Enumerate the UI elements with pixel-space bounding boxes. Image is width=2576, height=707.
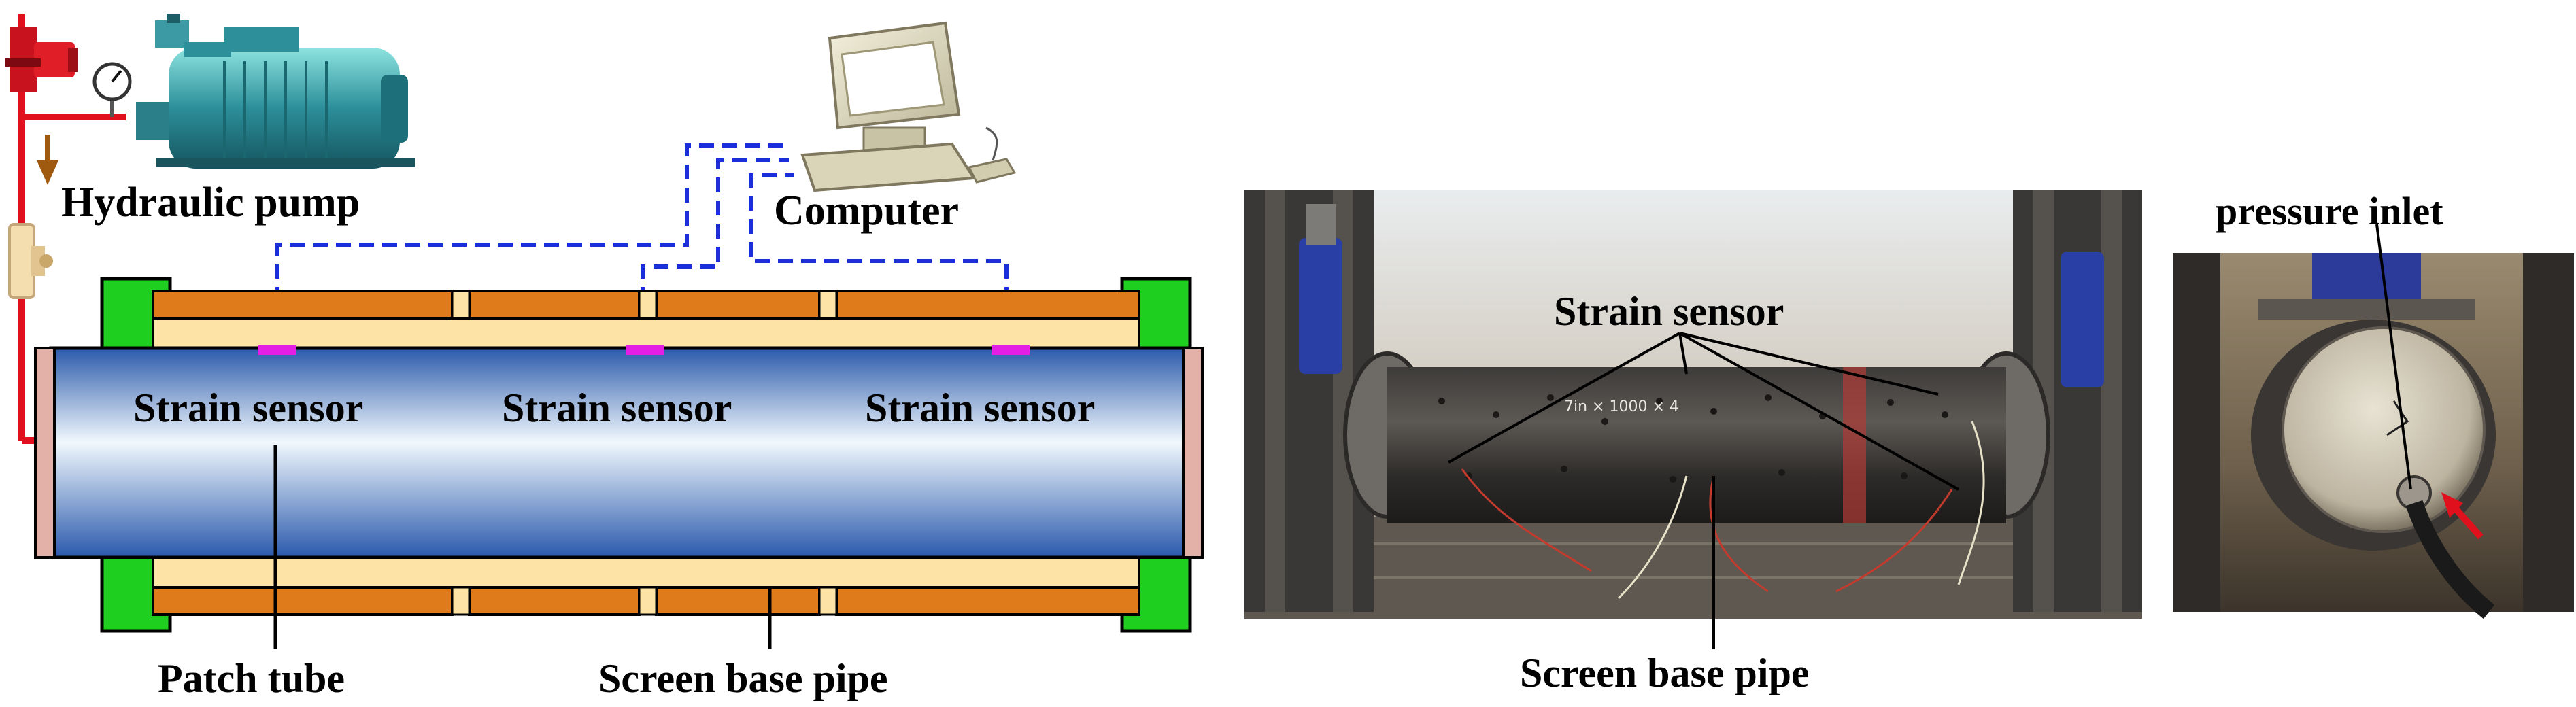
schematic: Hydraulic pump Computer <box>5 14 1204 701</box>
computer-icon <box>800 21 1017 192</box>
pressure-inlet-callout <box>2375 224 2412 490</box>
patch-tube-label: Patch tube <box>158 656 345 701</box>
valve-icon <box>8 223 53 299</box>
photo-sensor-label: Strain sensor <box>1554 289 1784 334</box>
photo-pressure-inlet: pressure inlet <box>2173 189 2574 619</box>
pump-icon <box>136 14 415 169</box>
left-flange <box>34 347 56 559</box>
pump-label: Hydraulic pump <box>61 179 360 226</box>
pressure-gauge-icon <box>92 62 132 117</box>
handwriting: 7in × 1000 × 4 <box>1564 398 1679 415</box>
relief-valve-icon <box>5 27 78 92</box>
right-flange <box>1182 347 1204 559</box>
sensor-label-1: Strain sensor <box>133 385 363 430</box>
strain-sensors <box>258 345 1030 355</box>
liner <box>152 317 1140 589</box>
computer-label: Computer <box>774 188 959 234</box>
base-pipe <box>49 346 1189 559</box>
flow-arrow-icon <box>37 135 58 185</box>
sensor-label-2: Strain sensor <box>502 385 732 430</box>
photo-test-rig: 7in × 1000 × 4 Strain sensor Screen base… <box>1244 190 2142 695</box>
sensor-label-3: Strain sensor <box>865 385 1095 430</box>
base-pipe-label: Screen base pipe <box>598 656 888 701</box>
patch-sleeves <box>152 290 1140 616</box>
sleeve-joints <box>451 290 838 616</box>
strain-sensor-callouts <box>1448 332 1959 491</box>
pressure-inlet-label: pressure inlet <box>2216 189 2443 233</box>
photo-base-pipe-label: Screen base pipe <box>1520 651 1810 695</box>
leader-lines <box>273 445 772 649</box>
